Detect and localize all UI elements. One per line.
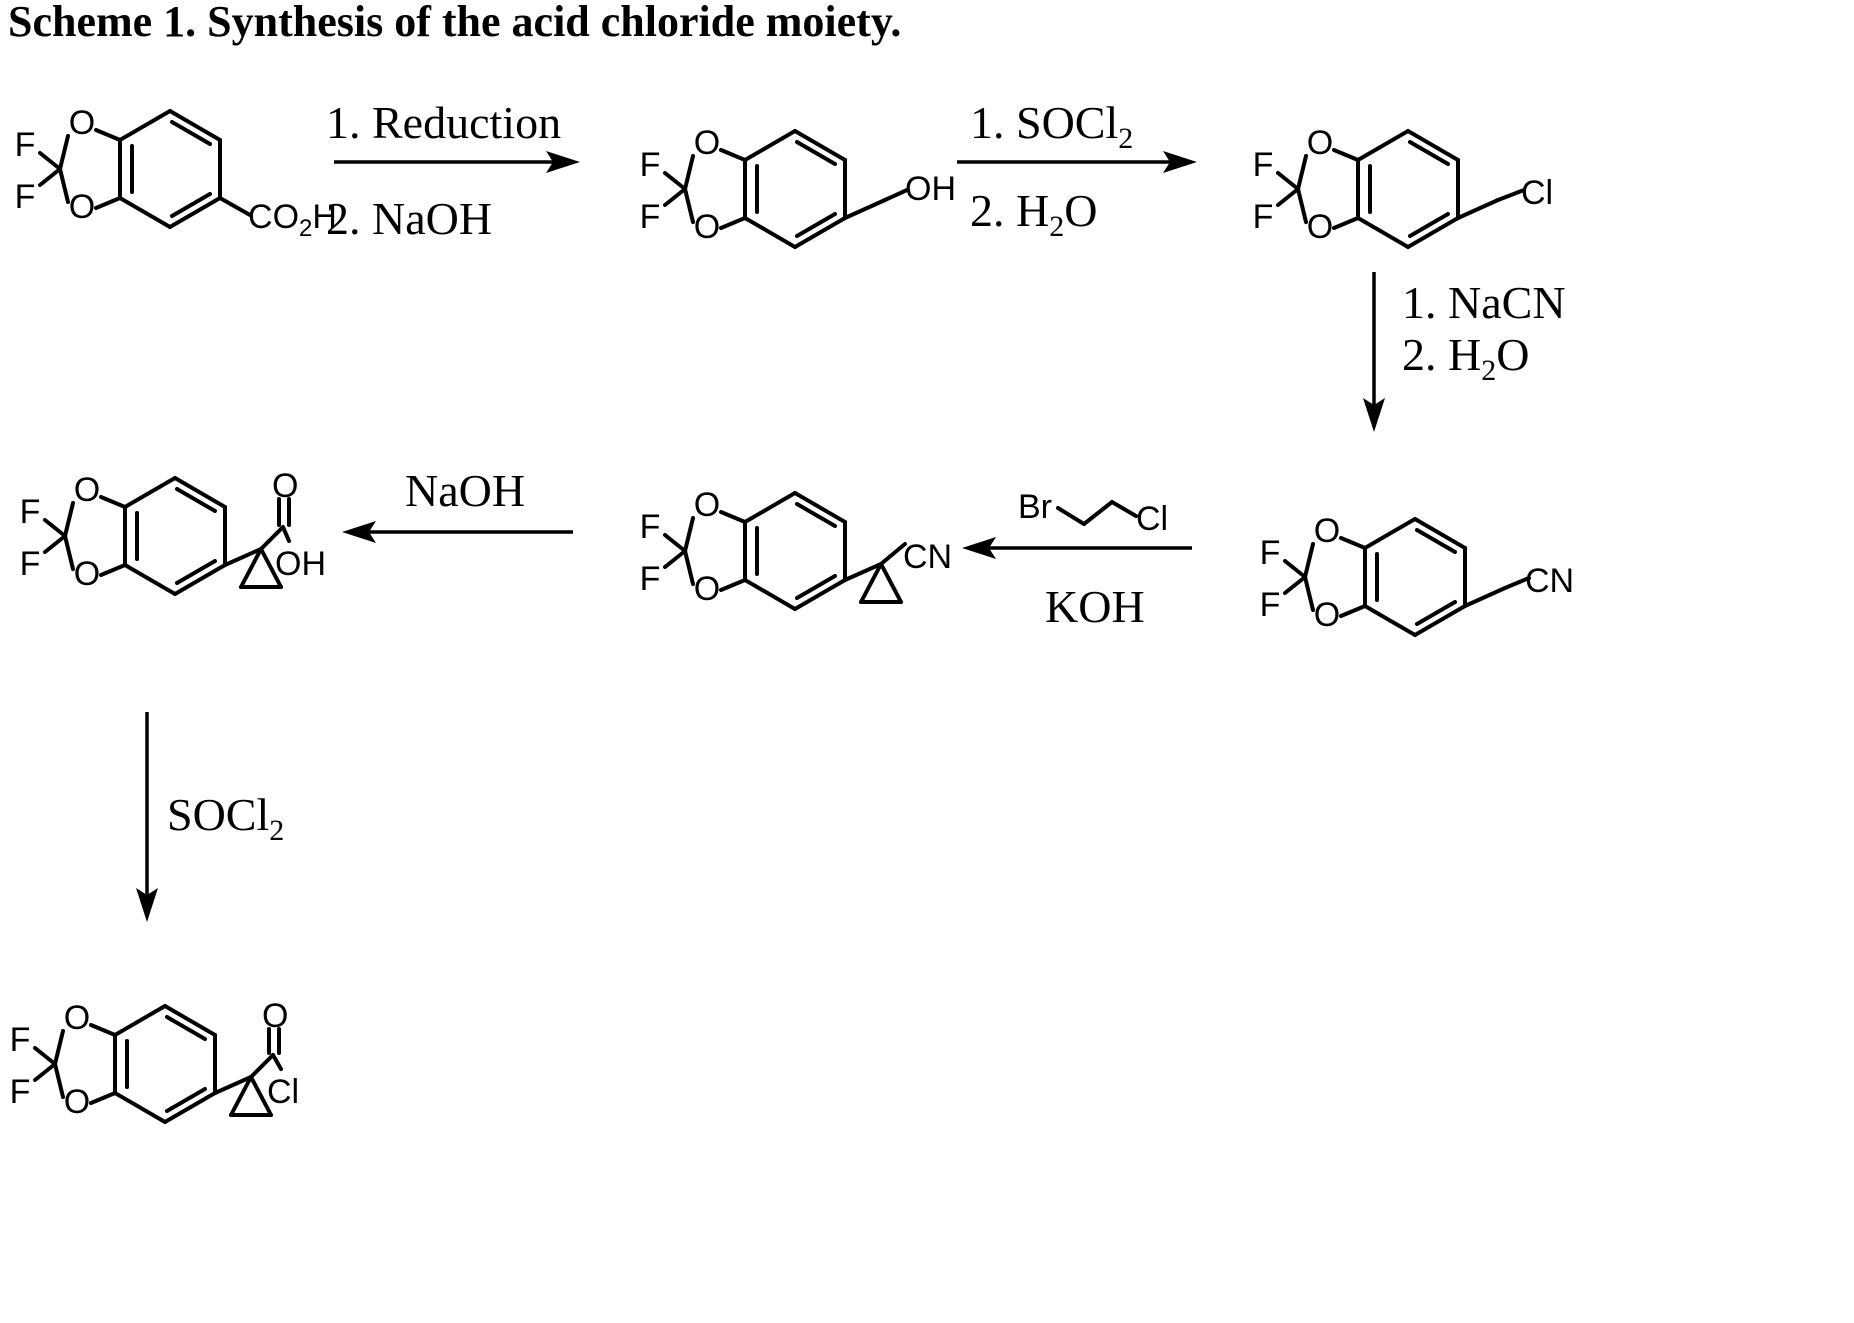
carbonyl-oxygen-label: O xyxy=(262,997,288,1035)
chlorine-label: Cl xyxy=(267,1073,299,1111)
nitrile-label: CN xyxy=(1525,562,1574,600)
reaction-arrow-1: 1. Reduction 2. NaOH xyxy=(326,97,580,244)
compound-acid-chloride: O Cl xyxy=(10,997,300,1122)
scheme-title: Scheme 1. Synthesis of the acid chloride… xyxy=(8,0,901,46)
step6-reagent: SOCl2 xyxy=(167,789,284,847)
step3-reagent-2: 2. H2O xyxy=(1402,329,1529,387)
chlorine-label: Cl xyxy=(1521,174,1553,212)
hydroxyl-label: OH xyxy=(905,170,956,208)
step4-reagent: KOH xyxy=(1045,581,1145,632)
reaction-arrow-4: Br Cl KOH xyxy=(962,488,1192,632)
step2-reagent-2: 2. H2O xyxy=(970,185,1097,243)
reaction-arrow-5: NaOH xyxy=(342,465,573,543)
step1-reagent-2: 2. NaOH xyxy=(326,193,492,244)
carboxyl-label: CO2H xyxy=(248,198,337,242)
compound-arylacetonitrile: CN xyxy=(1260,512,1575,635)
compound-cyclopropyl-carboxylic-acid: O OH xyxy=(20,467,326,594)
carbonyl-oxygen-label: O xyxy=(272,467,298,505)
compound-benzyl-alcohol: OH xyxy=(640,124,956,247)
compound-benzyl-chloride: Cl xyxy=(1253,124,1554,247)
chlorine-label: Cl xyxy=(1136,500,1168,538)
hydroxyl-label: OH xyxy=(275,545,326,583)
reaction-arrow-3: 1. NaCN 2. H2O xyxy=(1363,272,1566,432)
step2-reagent-1: 1. SOCl2 xyxy=(970,97,1133,155)
step3-reagent-1: 1. NaCN xyxy=(1402,277,1566,328)
step5-reagent: NaOH xyxy=(405,465,525,516)
reaction-arrow-6: SOCl2 xyxy=(136,712,284,922)
nitrile-label: CN xyxy=(903,538,952,576)
bromine-label: Br xyxy=(1018,488,1052,526)
bromochloroethane-reagent: Br Cl xyxy=(1018,488,1168,538)
step1-reagent-1: 1. Reduction xyxy=(326,97,561,148)
compound-cyclopropyl-nitrile: CN xyxy=(640,486,953,609)
reaction-arrow-2: 1. SOCl2 2. H2O xyxy=(957,97,1197,243)
compound-carboxylic-acid: CO2H xyxy=(15,104,337,242)
